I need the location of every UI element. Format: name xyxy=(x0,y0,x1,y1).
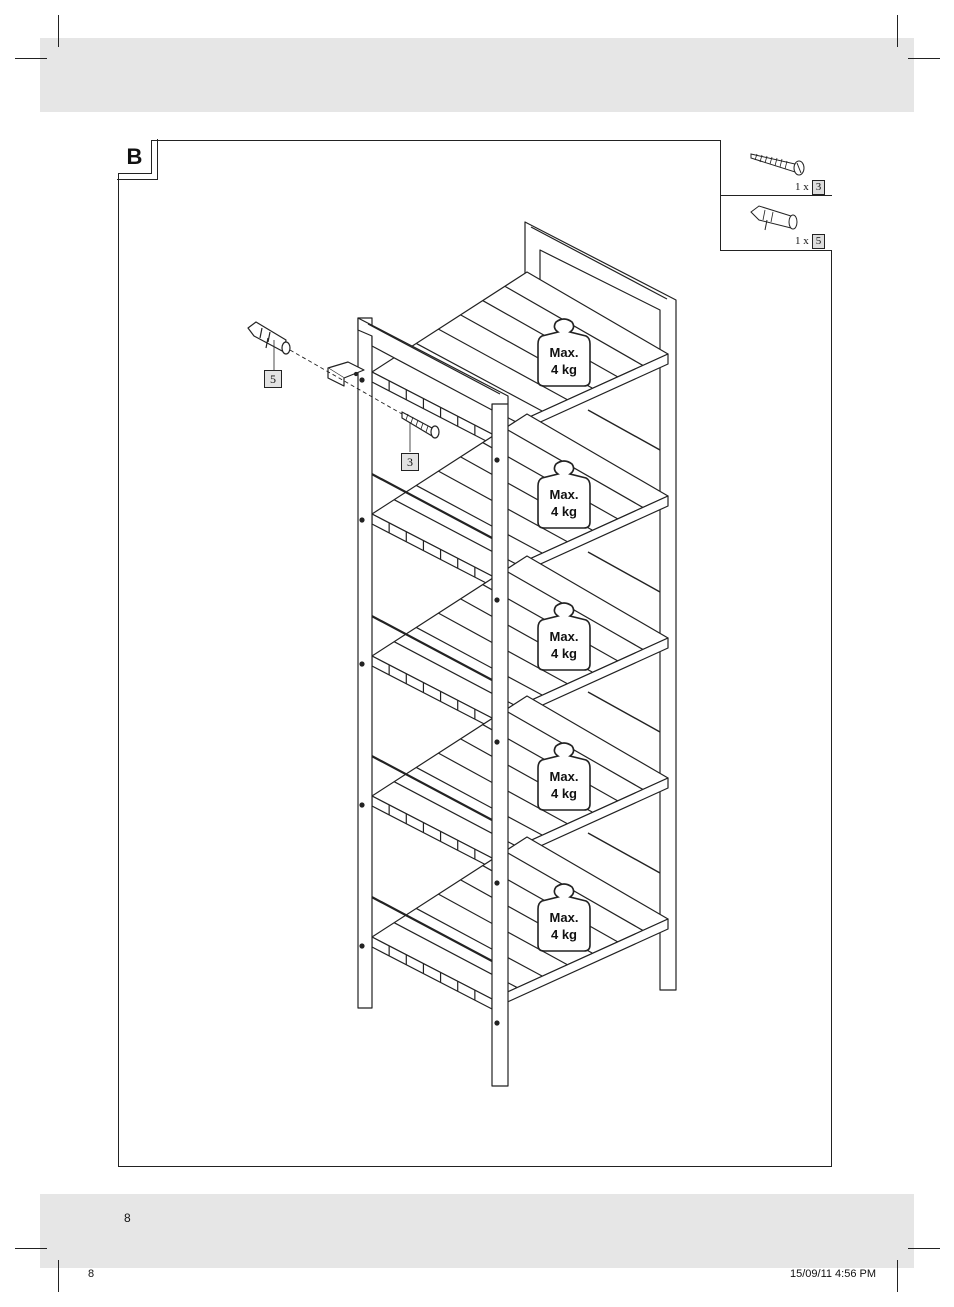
part-number: 3 xyxy=(811,180,826,195)
back-rail xyxy=(587,409,661,451)
weight-max-text: Max. xyxy=(549,345,579,360)
step-label: B xyxy=(117,139,158,180)
front-right-leg xyxy=(491,399,509,1087)
weight-icon xyxy=(537,742,591,811)
weight-icon xyxy=(537,460,591,529)
side-rail xyxy=(367,471,493,539)
footer-left: 8 xyxy=(88,1268,95,1280)
front-left-leg xyxy=(357,317,373,1009)
weight-label: Max. 4 kg xyxy=(540,909,588,943)
crop-mark xyxy=(897,1260,898,1292)
crop-mark xyxy=(15,1248,47,1249)
weight-icon xyxy=(537,883,591,952)
side-rail xyxy=(367,753,493,821)
parts-illustrations xyxy=(750,153,805,231)
footer-timestamp: 15/09/11 4:56 PM xyxy=(790,1268,877,1280)
top-front-frame xyxy=(357,317,509,411)
weight-icons xyxy=(537,318,591,952)
assembly-step-panel xyxy=(118,140,832,1167)
back-rail xyxy=(587,551,661,593)
crop-mark xyxy=(897,15,898,47)
header-band xyxy=(40,38,914,112)
weight-load-text: 4 kg xyxy=(550,504,577,519)
page-number: 8 xyxy=(124,1211,131,1225)
weight-icon xyxy=(537,602,591,671)
back-rail xyxy=(587,832,661,874)
back-rail xyxy=(587,691,661,733)
weight-label: Max. 4 kg xyxy=(540,344,588,378)
parts-divider xyxy=(721,195,832,196)
screw-detail xyxy=(401,411,440,439)
crop-mark xyxy=(908,58,940,59)
shelf xyxy=(371,836,669,1010)
crop-mark xyxy=(15,58,47,59)
weight-max-text: Max. xyxy=(549,629,579,644)
wall-plug-detail xyxy=(247,321,291,355)
crop-mark xyxy=(58,15,59,47)
callout-wall-plug: 5 xyxy=(264,370,282,388)
weight-load-text: 4 kg xyxy=(550,362,577,377)
part-number: 5 xyxy=(811,234,826,249)
side-rail xyxy=(367,894,493,962)
qty-label: 1 x xyxy=(795,181,809,193)
weight-max-text: Max. xyxy=(549,910,579,925)
side-rails xyxy=(367,409,661,962)
crop-mark xyxy=(908,1248,940,1249)
callout-screw: 3 xyxy=(401,453,419,471)
wall-plug-icon xyxy=(750,205,798,231)
weight-label: Max. 4 kg xyxy=(540,768,588,802)
weight-load-text: 4 kg xyxy=(550,786,577,801)
wall-bracket xyxy=(327,361,365,387)
weight-max-text: Max. xyxy=(549,487,579,502)
weight-icon xyxy=(537,318,591,387)
weight-max-text: Max. xyxy=(549,769,579,784)
weight-load-text: 4 kg xyxy=(550,646,577,661)
footer-band xyxy=(40,1194,914,1268)
qty-label: 1 x xyxy=(795,235,809,247)
crop-mark xyxy=(58,1260,59,1292)
weight-label: Max. 4 kg xyxy=(540,486,588,520)
weight-label: Max. 4 kg xyxy=(540,628,588,662)
weight-load-text: 4 kg xyxy=(550,927,577,942)
shelves xyxy=(371,271,669,1010)
screw-icon xyxy=(750,153,805,176)
side-rail xyxy=(367,613,493,681)
